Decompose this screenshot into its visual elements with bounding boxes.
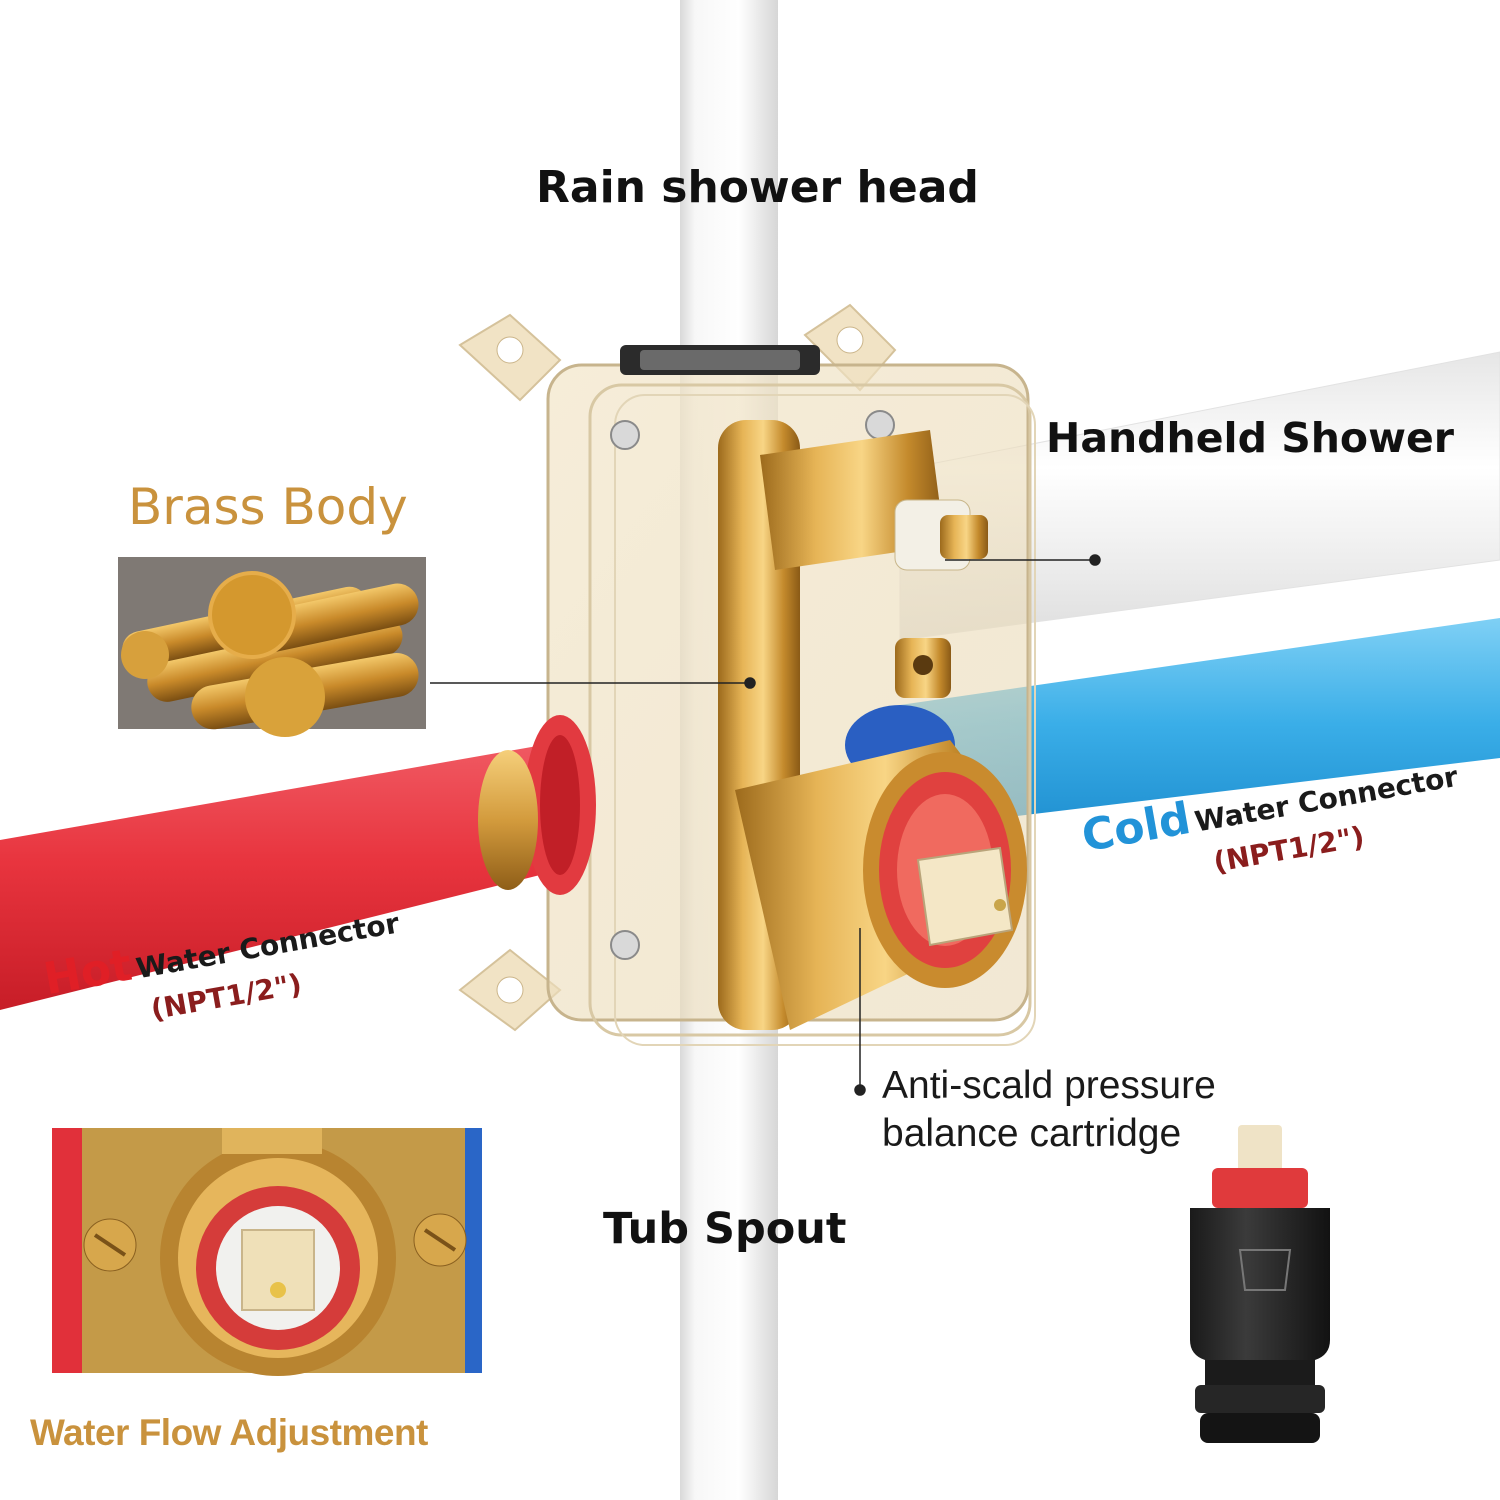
water-flow-label: Water Flow Adjustment (30, 1412, 428, 1453)
hot-pipe (0, 742, 560, 1010)
cartridge-image (1190, 1125, 1330, 1443)
tub-spout-label: Tub Spout (603, 1204, 847, 1254)
handheld-shower-label: Handheld Shower (1046, 414, 1454, 462)
anti-scald-line1: Anti-scald pressure (882, 1064, 1216, 1107)
rain-shower-head-label: Rain shower head (536, 162, 979, 213)
diverter-stem (760, 430, 988, 571)
brass-rods-image (118, 557, 426, 737)
cartridge-housing (735, 740, 1027, 1030)
anti-scald-label: Anti-scald pressure balance cartridge (882, 1062, 1216, 1158)
callout-lines (430, 554, 1101, 1096)
cold-pipe (900, 618, 1500, 830)
anti-scald-line2: balance cartridge (882, 1112, 1182, 1155)
brass-body-label: Brass Body (128, 478, 408, 536)
water-flow-image (52, 1128, 482, 1376)
